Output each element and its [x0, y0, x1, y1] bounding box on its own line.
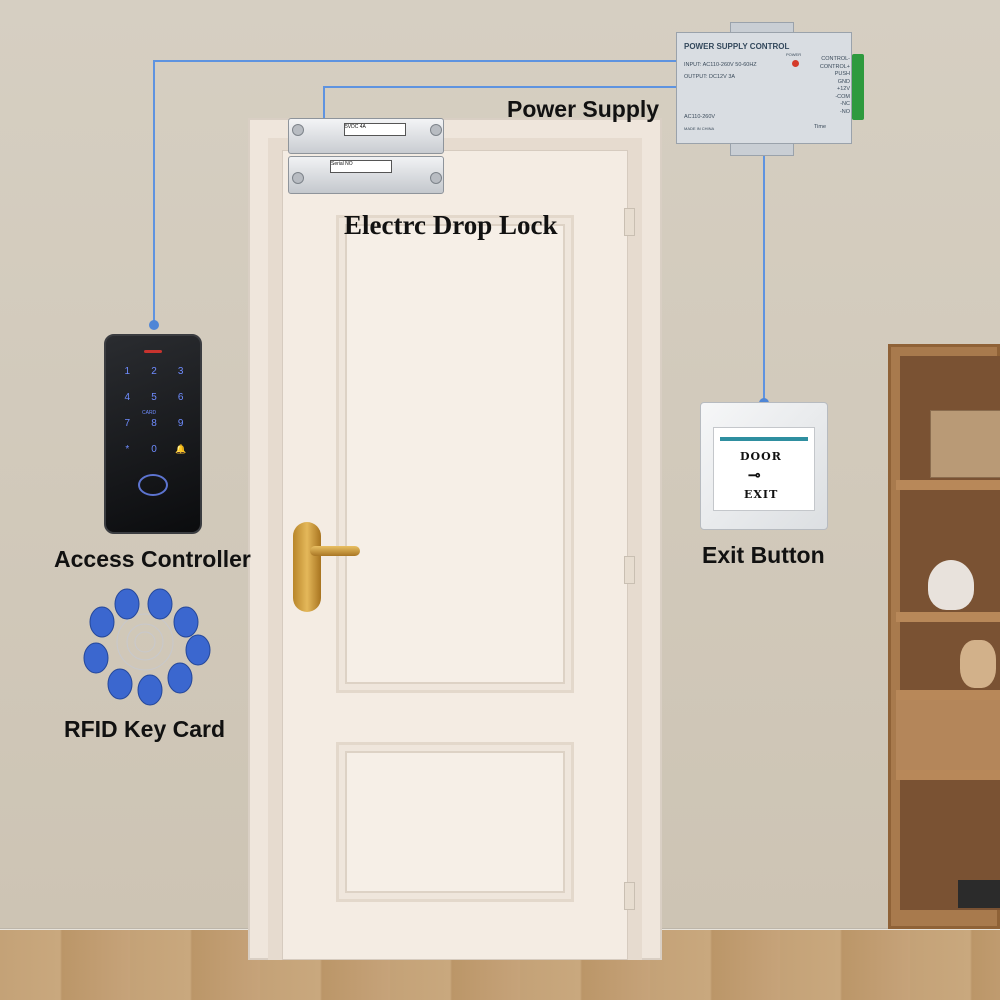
lock-screw — [430, 172, 442, 184]
lock-spec-label: 5VDC 4A — [344, 123, 406, 136]
hinge — [624, 208, 635, 236]
psu-rating: AC110-260V — [684, 114, 716, 120]
label-drop-lock: Electrc Drop Lock — [344, 210, 558, 240]
keypad-key[interactable]: 5 — [151, 392, 157, 403]
exit-exit-text: EXIT — [744, 488, 779, 501]
wire-exit-vertical — [763, 144, 765, 404]
keypad-key[interactable]: 6 — [177, 392, 184, 403]
access-controller-keypad — [104, 334, 202, 534]
shelf-drawer — [896, 700, 1000, 772]
shelf-board — [896, 770, 1000, 780]
psu-output: OUTPUT: DC12V 3A — [684, 74, 736, 80]
lock-screw — [430, 124, 442, 136]
psu-title: POWER SUPPLY CONTROL — [684, 42, 790, 51]
door-handle-plate — [293, 522, 321, 612]
bell-icon[interactable]: 🔔 — [175, 444, 187, 454]
door-panel-top — [336, 215, 574, 693]
keypad-grid: 1 2 3 4 5 6 7 8 9 * 0 🔔 — [114, 366, 194, 455]
hinge — [624, 556, 635, 584]
storage-box — [930, 410, 1000, 478]
keypad-key[interactable]: 7 — [124, 418, 131, 429]
label-access-controller: Access Controller — [54, 546, 251, 572]
terminal-block — [852, 54, 864, 120]
rfid-key-cards — [83, 588, 211, 706]
keypad-key[interactable]: 9 — [177, 418, 184, 429]
label-rfid-card: RFID Key Card — [64, 716, 226, 742]
terminal-label: +12V — [837, 86, 850, 92]
psu-input: INPUT: AC110-260V 50-60HZ — [684, 62, 757, 68]
lock-screw — [292, 124, 304, 136]
terminal-label: GND — [837, 78, 850, 85]
terminal-label: CONTROL- — [821, 56, 850, 62]
label-exit-button: Exit Button — [702, 542, 825, 568]
terminal-label: -NO — [839, 108, 850, 115]
terminal-label: CONTROL+ — [819, 63, 850, 70]
terminal-label: PUSH — [834, 71, 850, 77]
teddy-bear — [960, 640, 996, 688]
shelf-board — [896, 612, 1000, 622]
psu-mount-tab — [730, 142, 794, 156]
shelf-board — [896, 480, 1000, 490]
shelf-board — [896, 690, 1000, 700]
wire-keypad-vertical — [153, 60, 155, 326]
power-supply-unit — [676, 32, 852, 144]
psu-terminal-labels: CONTROL- CONTROL+ PUSH GND +12V -COM -NC… — [814, 56, 850, 116]
flower-vase — [928, 560, 974, 610]
keypad-key[interactable]: * — [125, 444, 130, 455]
hinge — [624, 882, 635, 910]
exit-button[interactable] — [713, 427, 815, 511]
keypad-key[interactable]: 2 — [151, 366, 157, 377]
psu-time-label: Time — [814, 124, 827, 130]
keypad-key[interactable]: 8 — [151, 418, 157, 429]
door-handle-lever — [310, 546, 360, 556]
key-icon: ⊸ — [748, 467, 761, 484]
terminal-label: -NC — [840, 101, 850, 107]
psu-power-label: POWER — [786, 52, 802, 57]
label-power-supply: Power Supply — [507, 96, 660, 122]
rfid-card-icon — [83, 588, 211, 706]
keypad-key[interactable]: 0 — [151, 444, 157, 455]
power-led-icon — [792, 60, 799, 67]
exit-door-text: DOOR — [740, 450, 782, 463]
keypad-key[interactable]: 1 — [124, 366, 131, 377]
keypad-led-icon — [144, 350, 162, 353]
keypad-key[interactable]: 4 — [124, 392, 131, 403]
door-panel-bottom — [336, 742, 574, 902]
psu-origin: MADE IN CHINA — [684, 126, 715, 131]
keypad-key[interactable]: 3 — [177, 366, 184, 377]
wire-lock-vertical — [323, 86, 325, 120]
books — [958, 880, 1000, 908]
wire-keypad-horizontal — [153, 60, 677, 62]
lock-screw — [292, 172, 304, 184]
lock-serial-label: Serial NO — [330, 160, 392, 173]
rfid-reader-icon — [138, 474, 168, 496]
exit-indicator-bar — [720, 437, 808, 441]
terminal-label: -COM — [835, 93, 850, 100]
wire-lock-horizontal — [323, 86, 677, 88]
wire-connector — [149, 320, 159, 330]
keypad-card-text: CARD — [142, 410, 157, 416]
